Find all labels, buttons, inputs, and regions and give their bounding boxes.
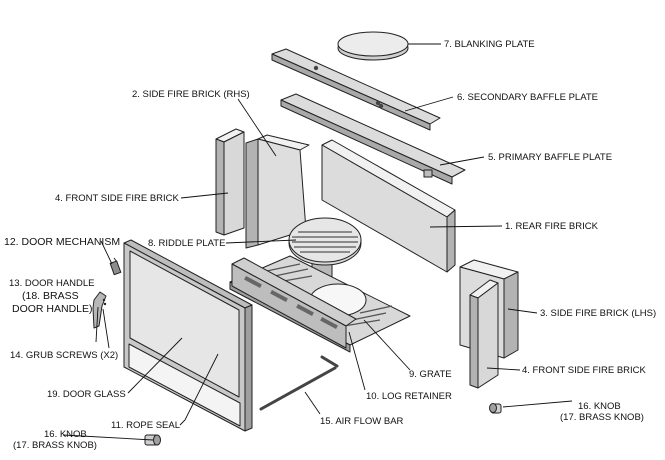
label-knob-right-line1: 16. KNOB (578, 401, 621, 412)
door-mechanism (109, 257, 122, 276)
grub-screws (102, 298, 107, 306)
label-air-flow-bar: 15. AIR FLOW BAR (320, 416, 404, 427)
log-retainer (231, 257, 357, 349)
air-flow-bar (259, 355, 339, 411)
label-riddle-plate: 8. RIDDLE PLATE (148, 238, 225, 249)
door-frame (123, 239, 253, 432)
label-door-mechanism: 12. DOOR MECHANISM (4, 236, 120, 248)
front-side-fire-brick-left (215, 128, 245, 236)
label-knob-left-line1: 16. KNOB (44, 429, 87, 440)
label-door-handle-line1: 13. DOOR HANDLE (9, 278, 95, 289)
primary-baffle-plate (280, 93, 466, 185)
label-front-side-fire-brick-right: 4. FRONT SIDE FIRE BRICK (522, 365, 647, 376)
secondary-baffle-plate (271, 48, 441, 131)
label-knob-right-line2: (17. BRASS KNOB) (560, 412, 644, 423)
label-front-side-fire-brick-left: 4. FRONT SIDE FIRE BRICK (55, 193, 180, 204)
rear-fire-brick (321, 139, 456, 273)
label-door-handle-line3: DOOR HANDLE) (12, 303, 93, 315)
label-log-retainer: 10. LOG RETAINER (366, 391, 452, 402)
knob-right (489, 403, 502, 414)
label-door-glass: 19. DOOR GLASS (47, 389, 126, 400)
blanking-plate (337, 31, 409, 61)
door-glass (129, 250, 240, 398)
door-handle (92, 291, 107, 329)
label-grate: 9. GRATE (409, 369, 452, 380)
label-rear-fire-brick: 1. REAR FIRE BRICK (505, 221, 599, 232)
labels: 7. BLANKING PLATE 6. SECONDARY BAFFLE PL… (4, 39, 656, 451)
label-door-handle-line2: (18. BRASS (22, 290, 79, 302)
front-side-fire-brick-right (469, 279, 499, 389)
label-side-fire-brick-rhs: 2. SIDE FIRE BRICK (RHS) (132, 89, 250, 100)
label-blanking-plate: 7. BLANKING PLATE (444, 39, 535, 50)
leader-lines (62, 43, 573, 441)
label-rope-seal: 11. ROPE SEAL (111, 420, 180, 431)
label-knob-left-line2: (17. BRASS KNOB) (13, 440, 97, 451)
label-side-fire-brick-lhs: 3. SIDE FIRE BRICK (LHS) (540, 308, 656, 319)
label-secondary-baffle-plate: 6. SECONDARY BAFFLE PLATE (457, 92, 598, 103)
label-grub-screws: 14. GRUB SCREWS (X2) (10, 350, 118, 361)
label-primary-baffle-plate: 5. PRIMARY BAFFLE PLATE (488, 152, 612, 163)
